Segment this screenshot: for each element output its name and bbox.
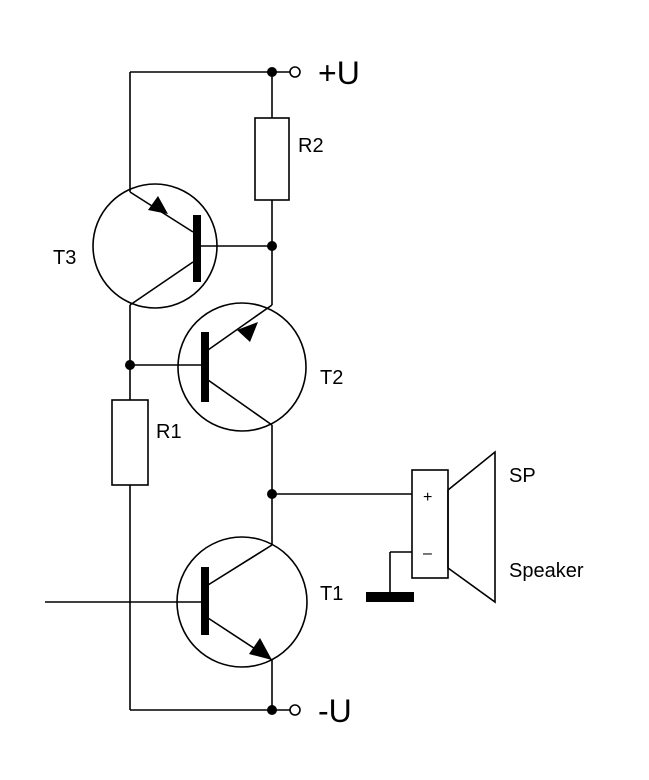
transistor-t1 <box>176 536 308 668</box>
junction-t2-base <box>125 360 135 370</box>
speaker <box>411 450 496 604</box>
junction-top <box>267 67 277 77</box>
terminal-negative <box>289 704 301 716</box>
resistor-r2 <box>254 117 290 201</box>
speaker-cone <box>447 450 496 604</box>
label-t2: T2 <box>320 367 343 389</box>
label-r1: R1 <box>156 421 182 443</box>
transistor-t3 <box>92 183 218 309</box>
junction-bottom <box>267 705 277 715</box>
transistor-t1-body <box>176 536 308 668</box>
label-r2: R2 <box>298 135 324 157</box>
label-speaker-minus: – <box>423 545 432 562</box>
transistor-t3-collector <box>129 261 194 306</box>
label-t3: T3 <box>53 247 76 269</box>
resistor-r1 <box>111 399 149 486</box>
transistor-t2-emitter <box>207 304 273 351</box>
junction-t3-base <box>267 241 277 251</box>
label-t1: T1 <box>320 583 343 605</box>
transistor-t2-emitter-arrow <box>237 322 258 342</box>
terminal-positive <box>289 66 301 78</box>
label-speaker-plus: + <box>423 489 432 506</box>
transistor-t2-collector <box>207 379 273 426</box>
transistor-t1-collector <box>207 544 273 586</box>
label-speaker: Speaker <box>509 560 584 582</box>
label-speaker-name: SP <box>509 465 536 487</box>
label-supply-positive: +U <box>318 55 360 91</box>
label-supply-negative: -U <box>318 693 352 729</box>
transistor-t2-body <box>177 302 307 432</box>
transistor-t1-emitter-arrow <box>249 638 272 660</box>
wires <box>45 71 412 711</box>
transistor-t2 <box>177 302 307 432</box>
transistor-t3-body <box>92 183 218 309</box>
ground-symbol <box>366 592 414 602</box>
transistor-t3-emitter-arrow <box>148 196 168 214</box>
junction-output <box>267 489 277 499</box>
junctions <box>125 67 277 715</box>
